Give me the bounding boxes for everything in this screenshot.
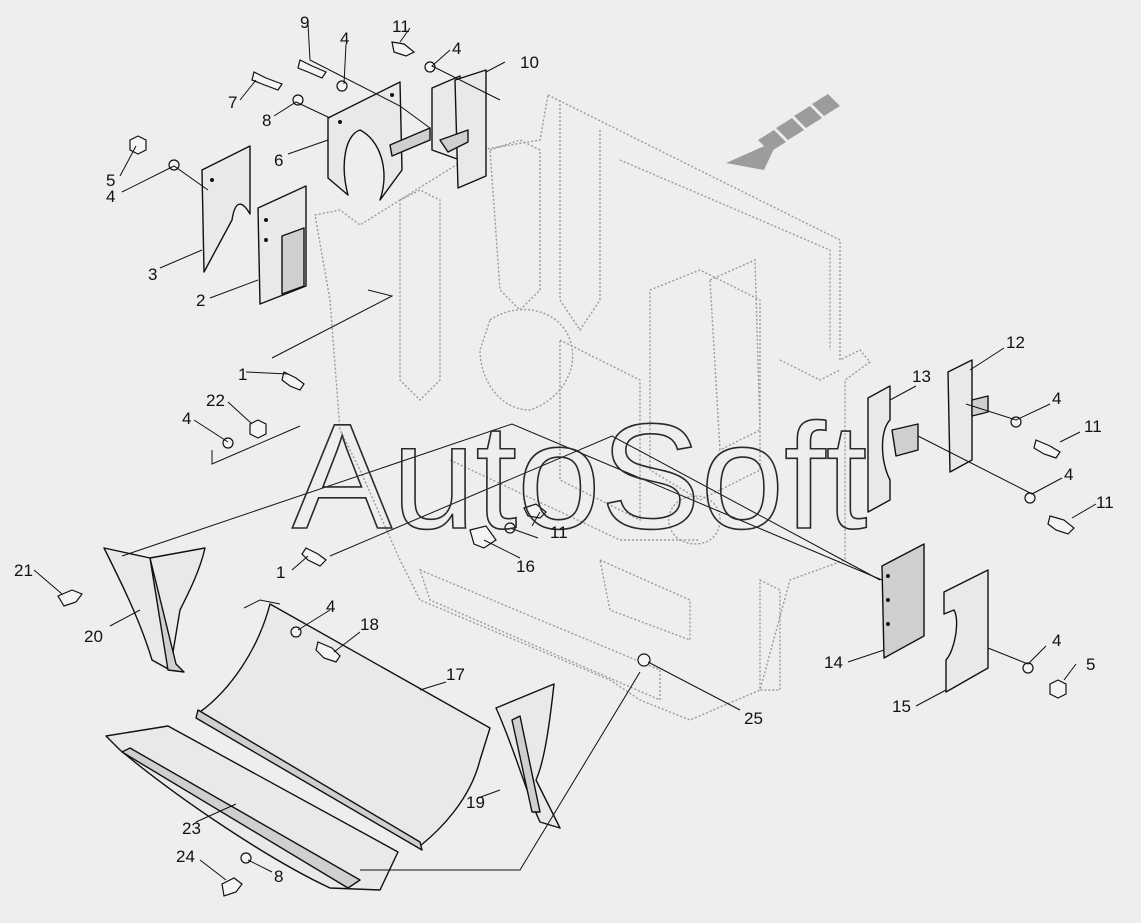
callout: 4 <box>326 597 335 616</box>
part-17-panel <box>195 603 491 851</box>
callout: 16 <box>516 557 535 576</box>
callout: 14 <box>824 653 843 672</box>
callout: 3 <box>148 265 157 284</box>
callout: 10 <box>520 53 539 72</box>
callout: 15 <box>892 697 911 716</box>
callout: 4 <box>1064 465 1073 484</box>
part-6-plate <box>327 81 431 201</box>
callout: 1 <box>238 365 247 384</box>
leader-lines <box>33 23 1097 881</box>
callout: 8 <box>274 867 283 886</box>
callout: 5 <box>106 171 115 190</box>
part-2-plate <box>257 185 307 305</box>
callout: 13 <box>912 367 931 386</box>
part-15-plate <box>943 569 989 693</box>
callout: 7 <box>228 93 237 112</box>
part-12-plate <box>947 359 989 473</box>
hardware <box>57 41 1075 897</box>
callout: 25 <box>744 709 763 728</box>
callout: 4 <box>452 39 461 58</box>
callout: 4 <box>1052 631 1061 650</box>
callout: 6 <box>274 151 283 170</box>
part-14-plate <box>881 543 925 659</box>
watermark: AutoSoft <box>292 392 867 560</box>
callout: 21 <box>14 561 33 580</box>
callout-labels: 1 1 2 3 4 4 4 4 4 4 4 4 5 5 6 7 8 8 9 10… <box>14 13 1114 886</box>
callout: 11 <box>1096 493 1114 512</box>
callout: 24 <box>176 847 195 866</box>
callout: 19 <box>466 793 485 812</box>
part-23-trough <box>105 725 399 891</box>
callout: 12 <box>1006 333 1025 352</box>
callout: 2 <box>196 291 205 310</box>
callout: 4 <box>106 187 115 206</box>
callout: 4 <box>182 409 191 428</box>
part-3-plate <box>201 145 251 273</box>
part-13-plate <box>867 385 919 513</box>
callout: 20 <box>84 627 103 646</box>
callout: 17 <box>446 665 465 684</box>
callout: 11 <box>392 17 410 36</box>
callout: 8 <box>262 111 271 130</box>
callout: 11 <box>1084 417 1102 436</box>
chassis-frame <box>314 93 872 721</box>
callout: 18 <box>360 615 379 634</box>
callout: 4 <box>340 29 349 48</box>
part-19-side <box>495 683 561 829</box>
callout: 22 <box>206 391 225 410</box>
callout: 23 <box>182 819 201 838</box>
callout: 4 <box>1052 389 1061 408</box>
part-10-plate <box>431 69 487 189</box>
callout: 5 <box>1086 655 1095 674</box>
callout: 9 <box>300 13 309 32</box>
callout: 11 <box>550 523 568 542</box>
direction-arrow-icon <box>726 94 840 170</box>
callout: 1 <box>276 563 285 582</box>
part-20-side <box>103 547 206 673</box>
